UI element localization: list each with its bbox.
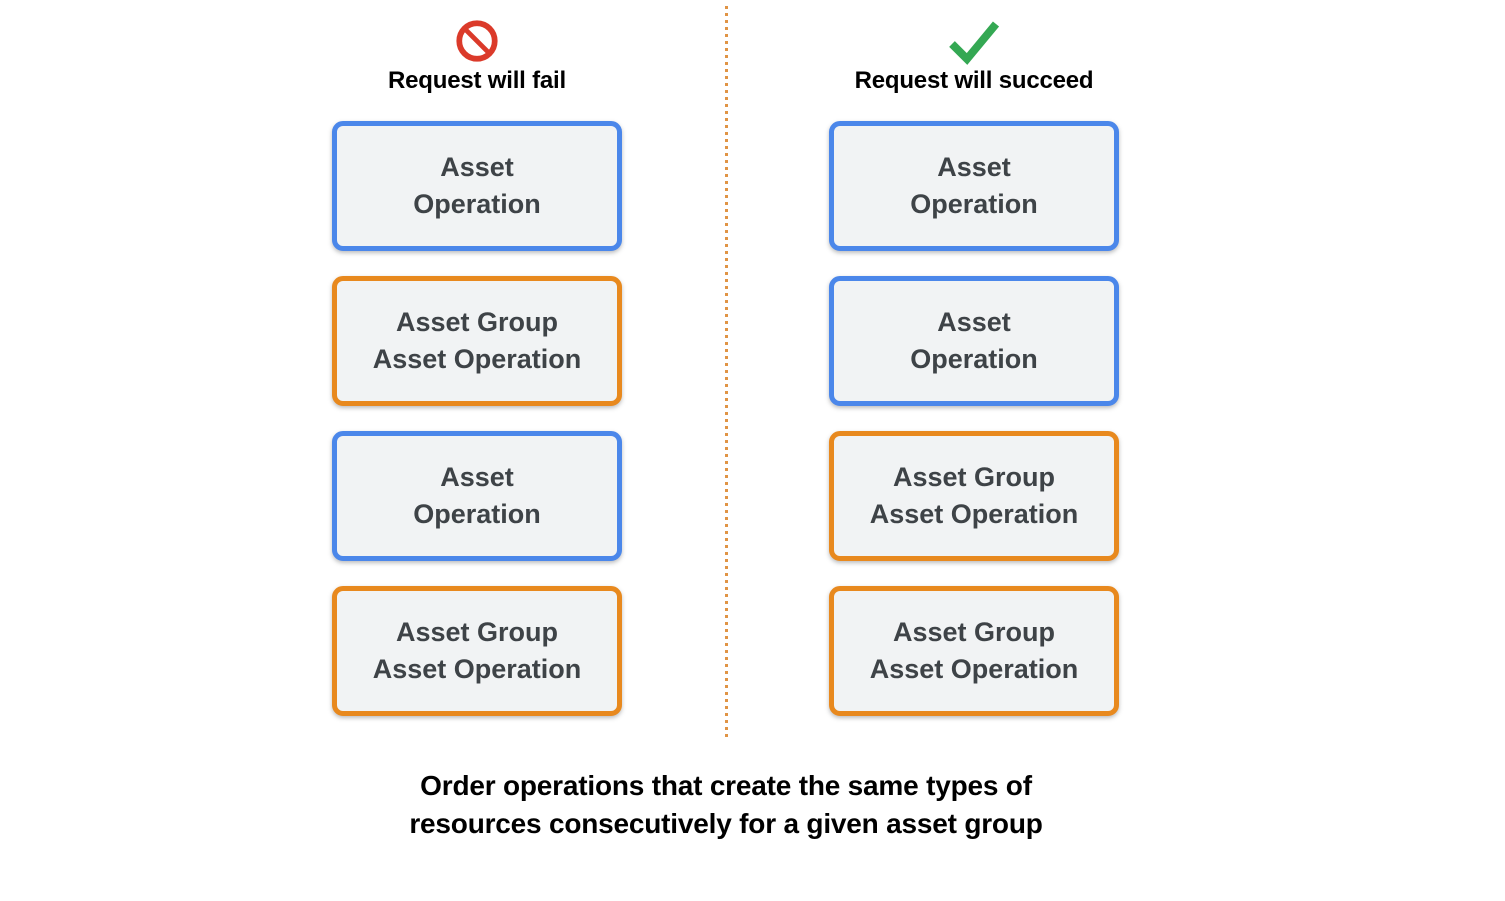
fail-column: Request will fail Asset Operation Asset … [332, 0, 622, 716]
diagram-caption: Order operations that create the same ty… [0, 767, 1452, 843]
asset-operation-box: Asset Operation [332, 121, 622, 251]
checkmark-icon [945, 16, 1003, 66]
box-label-line: Asset Operation [869, 654, 1079, 684]
box-label-line: Asset Operation [372, 654, 582, 684]
box-label-line: Asset Operation [372, 344, 582, 374]
box-label-line: Asset [937, 152, 1011, 182]
fail-column-title: Request will fail [388, 67, 566, 94]
box-label-line: Asset [440, 152, 514, 182]
prohibited-icon [454, 16, 500, 66]
box-label-line: Operation [910, 189, 1038, 219]
box-label-line: Operation [910, 344, 1038, 374]
column-divider [725, 6, 728, 737]
asset-operation-box: Asset Operation [829, 276, 1119, 406]
asset-group-asset-operation-box: Asset Group Asset Operation [829, 431, 1119, 561]
asset-group-asset-operation-box: Asset Group Asset Operation [332, 586, 622, 716]
box-label-line: Asset [440, 462, 514, 492]
asset-group-asset-operation-box: Asset Group Asset Operation [332, 276, 622, 406]
box-label-line: Asset [937, 307, 1011, 337]
succeed-column: Request will succeed Asset Operation Ass… [829, 0, 1119, 716]
box-label-line: Asset Group [395, 307, 559, 337]
box-label-line: Asset Group [395, 617, 559, 647]
caption-line: Order operations that create the same ty… [420, 770, 1032, 801]
box-label-line: Asset Operation [869, 499, 1079, 529]
asset-operation-box: Asset Operation [829, 121, 1119, 251]
asset-group-asset-operation-box: Asset Group Asset Operation [829, 586, 1119, 716]
succeed-column-title: Request will succeed [854, 67, 1094, 94]
box-label-line: Asset Group [892, 462, 1056, 492]
box-label-line: Operation [413, 499, 541, 529]
box-label-line: Operation [413, 189, 541, 219]
asset-operation-box: Asset Operation [332, 431, 622, 561]
box-label-line: Asset Group [892, 617, 1056, 647]
caption-line: resources consecutively for a given asse… [409, 808, 1043, 839]
